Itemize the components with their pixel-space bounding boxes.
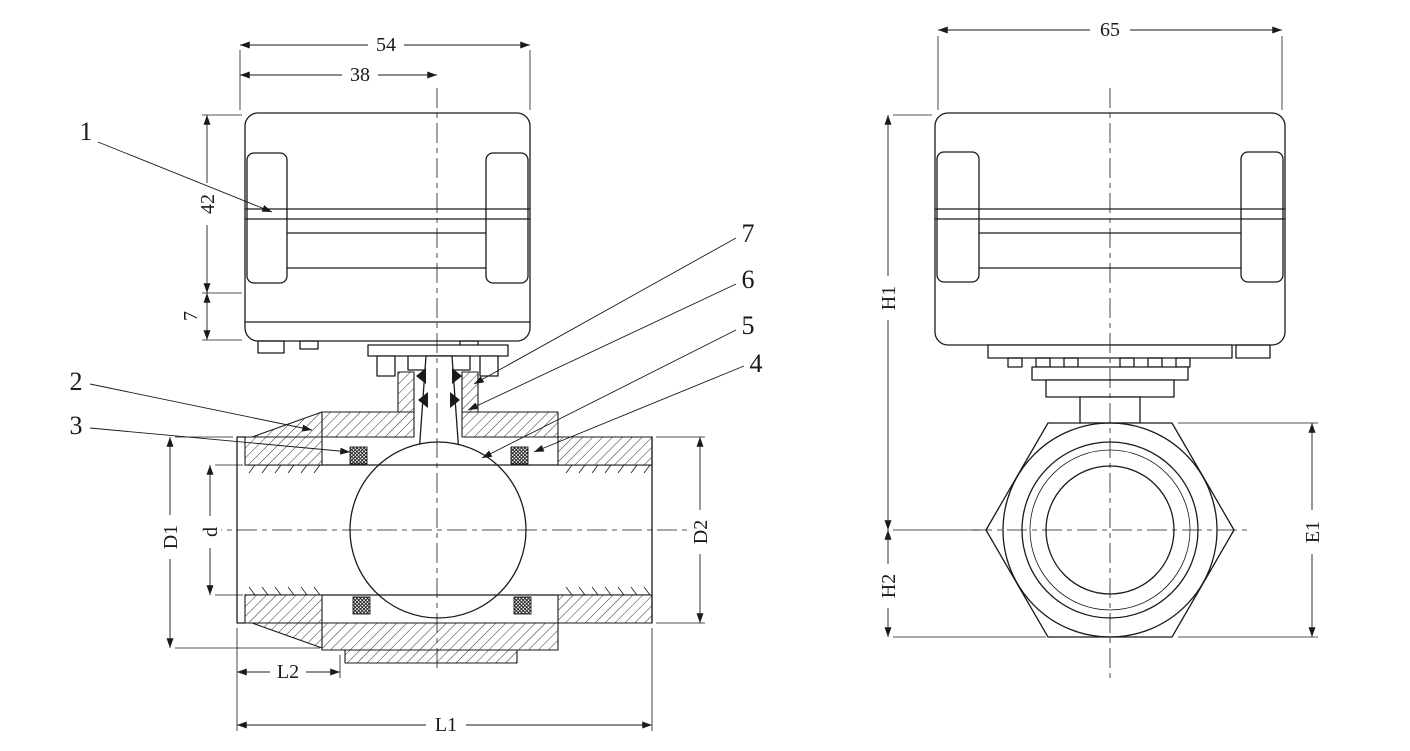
seat-bottom-right — [513, 596, 532, 615]
stem-oring-lower-right — [450, 392, 460, 408]
actuator-left-tab — [246, 152, 288, 284]
callout-6: 6 — [467, 265, 755, 411]
bottom-step — [344, 649, 518, 664]
neck-wall-left — [397, 371, 415, 413]
dim-7: 7 — [179, 293, 242, 341]
callout-1-label: 1 — [80, 117, 93, 146]
dim-d: d — [199, 464, 243, 596]
stem-oring-lower-left — [418, 392, 428, 408]
bonnet-wedge-bottom — [251, 622, 323, 649]
callout-7: 7 — [473, 219, 755, 385]
actuator-right-tab-side — [1240, 151, 1284, 283]
dim-7-label: 7 — [180, 311, 202, 321]
dim-65-label: 65 — [1100, 19, 1120, 41]
dim-42: 42 — [196, 114, 242, 294]
dim-D1-label: D1 — [160, 525, 182, 549]
cable-gland — [257, 340, 285, 354]
dim-L2: L2 — [237, 655, 341, 683]
dim-H2: H2 — [877, 530, 1046, 638]
callout-3-label: 3 — [70, 411, 83, 440]
callout-2-label: 2 — [70, 367, 83, 396]
dim-65: 65 — [937, 19, 1283, 110]
seat-top-right — [510, 446, 529, 465]
callout-4: 4 — [533, 349, 763, 453]
dim-H1: H1 — [877, 114, 980, 531]
callout-6-label: 6 — [742, 265, 755, 294]
callout-1: 1 — [80, 117, 273, 213]
side-view: 65 H1 H2 E1 — [877, 19, 1324, 678]
dim-D2-label: D2 — [690, 520, 712, 544]
dim-E1-label: E1 — [1302, 521, 1324, 543]
dim-38: 38 — [240, 64, 437, 86]
dim-H1-label: H1 — [878, 286, 900, 310]
actuator-right-tab — [485, 152, 529, 284]
stem-oring-upper-right — [452, 368, 462, 384]
callout-2: 2 — [70, 367, 313, 432]
dim-H2-label: H2 — [878, 574, 900, 598]
dim-D1: D1 — [159, 436, 320, 649]
callout-5-label: 5 — [742, 311, 755, 340]
dim-L1-label: L1 — [435, 714, 457, 736]
actuator-left-tab-side — [936, 151, 980, 283]
dim-L1: L1 — [236, 628, 653, 736]
dim-54-label: 54 — [376, 34, 396, 56]
front-view: 54 38 42 7 — [70, 34, 763, 736]
dim-54: 54 — [239, 34, 531, 110]
dim-38-label: 38 — [350, 64, 370, 86]
dim-d-label: d — [200, 527, 222, 537]
seat-top-left — [349, 446, 368, 465]
dim-L2-label: L2 — [277, 661, 299, 683]
stem-oring-upper-left — [416, 368, 426, 384]
callout-4-label: 4 — [750, 349, 763, 378]
callout-5: 5 — [481, 311, 755, 459]
seat-bottom-left — [352, 596, 371, 615]
dim-42-label: 42 — [197, 194, 219, 214]
front-actuator — [244, 112, 531, 354]
dim-E1: E1 — [1178, 422, 1324, 638]
callout-7-label: 7 — [742, 219, 755, 248]
dim-D2: D2 — [656, 436, 712, 624]
callout-3: 3 — [70, 411, 351, 455]
